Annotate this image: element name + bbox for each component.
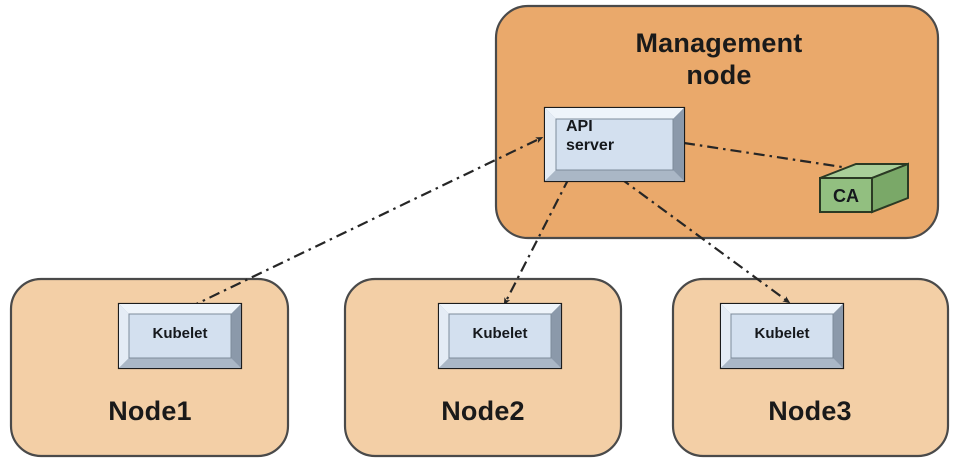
node1-kubelet-box[interactable] <box>117 302 243 370</box>
node3-kubelet-bevel-right <box>833 304 843 368</box>
api-server-face <box>555 118 674 171</box>
connector-api-to-node1-kubelet <box>185 136 544 310</box>
node2-kubelet-bevel-bottom <box>439 358 561 368</box>
node1-kubelet-bevel-top <box>119 304 241 314</box>
api-server-bevel-top <box>545 108 684 119</box>
node1-kubelet-bevel-right <box>231 304 241 368</box>
node2-kubelet-box[interactable] <box>437 302 563 370</box>
api-server-bevel-right <box>673 108 684 181</box>
node2-kubelet-bevel-left <box>439 304 449 368</box>
node1-kubelet-bevel-bottom <box>119 358 241 368</box>
connector-group <box>185 136 863 310</box>
connector-api-to-ca <box>677 139 863 173</box>
api-server-bevel-left <box>545 108 556 181</box>
api-server-box[interactable] <box>543 106 686 183</box>
ca-cube[interactable] <box>819 162 909 214</box>
api-server-bevel-bottom <box>545 170 684 181</box>
node3-kubelet-face <box>730 313 834 359</box>
node3-kubelet-bevel-bottom <box>721 358 843 368</box>
node3-kubelet-bevel-left <box>721 304 731 368</box>
node2-kubelet-bevel-right <box>551 304 561 368</box>
node1-kubelet-bevel-left <box>119 304 129 368</box>
node3-kubelet-box[interactable] <box>719 302 845 370</box>
node3-kubelet-bevel-top <box>721 304 843 314</box>
node1-kubelet-face <box>128 313 232 359</box>
node2-kubelet-face <box>448 313 552 359</box>
connector-api-to-node2-kubelet <box>503 171 573 306</box>
ca-front-face <box>819 177 873 213</box>
node2-kubelet-bevel-top <box>439 304 561 314</box>
